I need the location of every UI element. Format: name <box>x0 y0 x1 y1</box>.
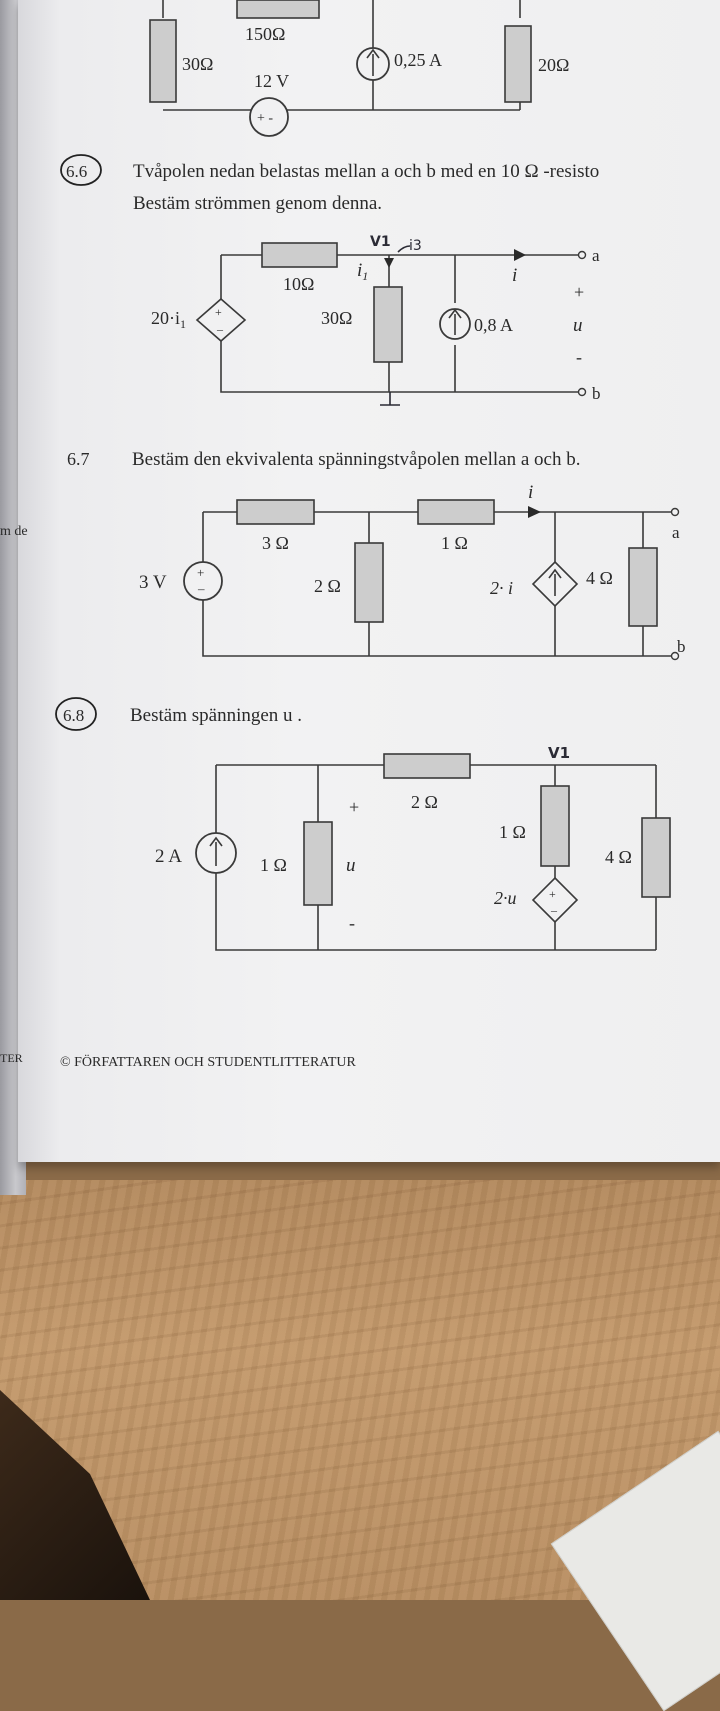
page-content: m de TER 150Ω 30Ω 12 V + - 0,25 A 20Ω 6.… <box>0 0 686 1070</box>
handwritten-arrow <box>397 245 411 253</box>
dependent-voltage-source-icon <box>531 876 579 924</box>
resistor-150 <box>236 0 320 19</box>
problem-text: Bestäm spänningen u . <box>130 705 302 726</box>
dependent-voltage-source-icon <box>195 297 247 343</box>
label-minus: - <box>576 347 582 367</box>
svg-text:+: + <box>215 305 222 319</box>
voltage-source-icon <box>249 97 289 137</box>
problem-6-6: 6.6 Tvåpolen nedan belastas mellan a och… <box>60 154 601 406</box>
problem-text: Bestäm den ekvivalenta spänningstvåpolen… <box>132 449 581 470</box>
label-u: u <box>346 855 356 876</box>
label-plus: + <box>349 797 359 817</box>
svg-text:–: – <box>550 903 558 917</box>
resistor-1-right <box>540 785 570 867</box>
current-arrow-i <box>514 249 526 261</box>
label-30: 30Ω <box>182 54 213 74</box>
label-4ohm: 4 Ω <box>605 847 632 867</box>
resistor-20 <box>504 25 532 103</box>
label-1ohm-right: 1 Ω <box>499 822 526 842</box>
page-footer: © FÖRFATTAREN OCH STUDENTLITTERATUR <box>60 1053 357 1070</box>
problem-number-circle <box>55 697 97 731</box>
resistor-10 <box>261 242 338 268</box>
resistor-4 <box>641 817 671 898</box>
problem-number: 6.6 <box>66 162 87 181</box>
label-12v: 12 V <box>254 71 289 91</box>
label-1ohm-left: 1 Ω <box>260 855 287 875</box>
label-150: 150Ω <box>245 24 285 44</box>
label-a: a <box>592 246 600 265</box>
svg-text:–: – <box>216 322 224 336</box>
margin-text-2: TER <box>0 1051 23 1065</box>
resistor-30 <box>149 19 177 103</box>
label-025a: 0,25 A <box>394 50 442 70</box>
resistor-1-left <box>303 821 333 906</box>
margin-text-1: m de <box>0 524 28 539</box>
label-2a: 2 A <box>155 846 182 867</box>
resistor-4 <box>628 547 658 627</box>
label-i: i <box>512 265 517 286</box>
label-b: b <box>592 384 601 403</box>
circuit-6-6: + – 10Ω 20·i1 i1 30Ω 0,8 A i + u - a b V… <box>151 234 601 406</box>
circuit-6-7: + – 3 Ω 1 Ω i a 3 V 2 Ω 2· i 4 Ω b <box>139 482 686 661</box>
handwritten-v1: V1 <box>548 744 570 762</box>
label-2ohm: 2 Ω <box>314 576 341 596</box>
label-3v: 3 V <box>139 572 167 593</box>
terminal-a <box>577 250 587 260</box>
label-u: u <box>573 315 583 336</box>
problem-6-7: 6.7 Bestäm den ekvivalenta spänningstvåp… <box>67 449 686 661</box>
problem-number: 6.8 <box>63 706 84 725</box>
problem-6-8: 6.8 Bestäm spänningen u . + – V1 2 Ω + 1… <box>55 697 671 951</box>
resistor-30 <box>373 286 403 363</box>
svg-text:+: + <box>197 565 204 580</box>
terminal-b <box>577 387 587 397</box>
resistor-3 <box>236 499 315 525</box>
label-08a: 0,8 A <box>474 315 513 335</box>
label-3ohm: 3 Ω <box>262 533 289 553</box>
label-plusminus: + - <box>257 111 273 126</box>
label-2ohm: 2 Ω <box>411 792 438 812</box>
handwritten-v1: V1 <box>370 234 391 250</box>
circuit-6-8: + – V1 2 Ω + 1 Ω 2 A 1 Ω u 4 Ω 2·u - <box>155 744 671 951</box>
circuit-top: 150Ω 30Ω 12 V + - 0,25 A 20Ω <box>149 0 569 137</box>
label-dep: 2· i <box>490 578 513 598</box>
label-i: i <box>528 482 533 503</box>
resistor-2 <box>383 753 471 779</box>
label-dep-source: 20·i1 <box>151 308 186 331</box>
problem-number: 6.7 <box>67 449 90 469</box>
label-4ohm: 4 Ω <box>586 568 613 588</box>
terminal-b <box>670 651 680 661</box>
label-30: 30Ω <box>321 308 352 328</box>
terminal-a <box>670 507 680 517</box>
problem-text-line2: Bestäm strömmen genom denna. <box>133 193 382 214</box>
label-a: a <box>672 523 680 542</box>
label-dep: 2·u <box>494 888 517 908</box>
label-i1: i1 <box>357 260 368 283</box>
svg-text:–: – <box>197 581 205 596</box>
label-plus: + <box>574 282 584 302</box>
label-1ohm: 1 Ω <box>441 533 468 553</box>
label-10: 10Ω <box>283 274 314 294</box>
resistor-1 <box>417 499 495 525</box>
label-b: b <box>677 637 686 656</box>
voltage-source-icon <box>183 561 223 601</box>
handwritten-i3: i3 <box>409 238 422 254</box>
problem-text-line1: Tvåpolen nedan belastas mellan a och b m… <box>133 161 599 182</box>
current-arrow-i <box>528 506 541 518</box>
problem-number-circle <box>60 154 102 186</box>
resistor-2 <box>354 542 384 623</box>
label-minus: - <box>349 913 355 933</box>
ground-mark <box>380 392 400 406</box>
current-arrow-i1 <box>384 258 394 268</box>
svg-text:+: + <box>549 887 556 901</box>
label-20: 20Ω <box>538 55 569 75</box>
